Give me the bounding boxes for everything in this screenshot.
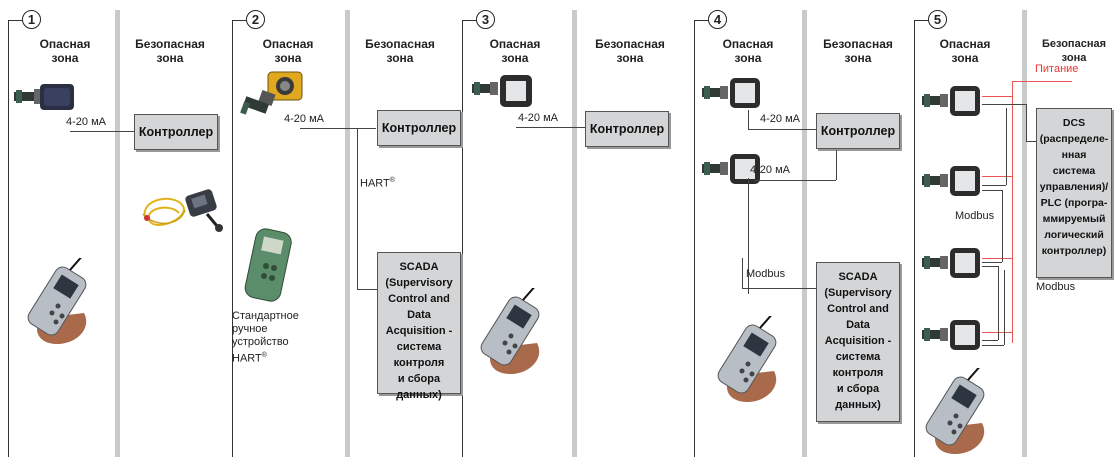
controller-box: Контроллер (585, 111, 669, 147)
hart-label: HART® (360, 177, 395, 190)
gas-detector-icon (240, 71, 303, 115)
controller-box: Контроллер (134, 114, 218, 150)
panel-number-3: 3 (476, 10, 495, 29)
hazard-zone-title: Опасная зона (939, 37, 991, 65)
zone-separator-5 (1022, 10, 1027, 457)
safe-zone-title: Безопасная зона (1042, 38, 1106, 64)
scada-box: SCADA (Supervisory Control and Data Acqu… (377, 252, 461, 401)
safe-zone-title: Безопасная зона (823, 37, 893, 65)
device-caption: Стандартное ручное устройство HART® (232, 310, 299, 365)
hazard-zone-title: Опасная зона (262, 37, 314, 65)
safe-zone-title: Безопасная зона (135, 37, 205, 65)
controller-box: Контроллер (816, 113, 900, 149)
handheld-communicator-icon (27, 258, 87, 344)
zone-separator-3 (572, 10, 577, 457)
signal-label: 4-20 мА (518, 112, 558, 124)
modbus-label: Modbus (1036, 281, 1076, 293)
signal-label: 4-20 мА (66, 116, 106, 128)
zone-separator-2 (345, 10, 350, 457)
panel-number-1: 1 (22, 10, 41, 29)
handheld-communicator-icon (717, 316, 777, 402)
panel-number-2: 2 (246, 10, 265, 29)
hazard-zone-title: Опасная зона (722, 37, 774, 65)
panel-frame-line-3 (462, 20, 463, 457)
handheld-communicator-icon (925, 368, 985, 454)
safe-zone-title: Безопасная зона (595, 37, 665, 65)
modbus-label: Modbus (955, 210, 995, 222)
signal-label: 4-20 мА (284, 113, 324, 125)
gas-detector-icon (922, 166, 980, 196)
gas-detector-icon (922, 320, 980, 350)
gas-detector-icon (472, 75, 532, 107)
safe-zone-title: Безопасная зона (365, 37, 435, 65)
panel-frame-line-4 (694, 20, 695, 457)
modbus-label: Modbus (746, 268, 786, 280)
handheld-communicator-icon (480, 288, 540, 374)
panel-frame-line-2 (232, 20, 233, 457)
panel-frame-line-5 (914, 20, 915, 457)
signal-label: 4-20 мА (760, 113, 800, 125)
scada-box: SCADA (Supervisory Control and Data Acqu… (816, 262, 900, 422)
gas-detector-icon (702, 154, 760, 184)
gas-detector-icon (14, 84, 74, 110)
gas-detector-icon (702, 78, 760, 108)
signal-label: 4-20 мА (750, 164, 790, 176)
power-label: Питание (1035, 63, 1079, 75)
zone-separator-1 (115, 10, 120, 457)
hazard-zone-title: Опасная зона (489, 37, 541, 65)
cable-kit-icon (142, 189, 223, 232)
panel-number-5: 5 (928, 10, 947, 29)
panel-frame-line-1 (8, 20, 9, 457)
panel-number-4: 4 (708, 10, 727, 29)
gas-detector-icon (922, 248, 980, 278)
controller-box: Контроллер (377, 110, 461, 146)
hazard-zone-title: Опасная зона (39, 37, 91, 65)
hart-communicator-icon (244, 228, 292, 302)
gas-detector-icon (922, 86, 980, 116)
zone-separator-4 (802, 10, 807, 457)
dcs-plc-box: DCS (распределе- нная система управления… (1036, 108, 1112, 278)
